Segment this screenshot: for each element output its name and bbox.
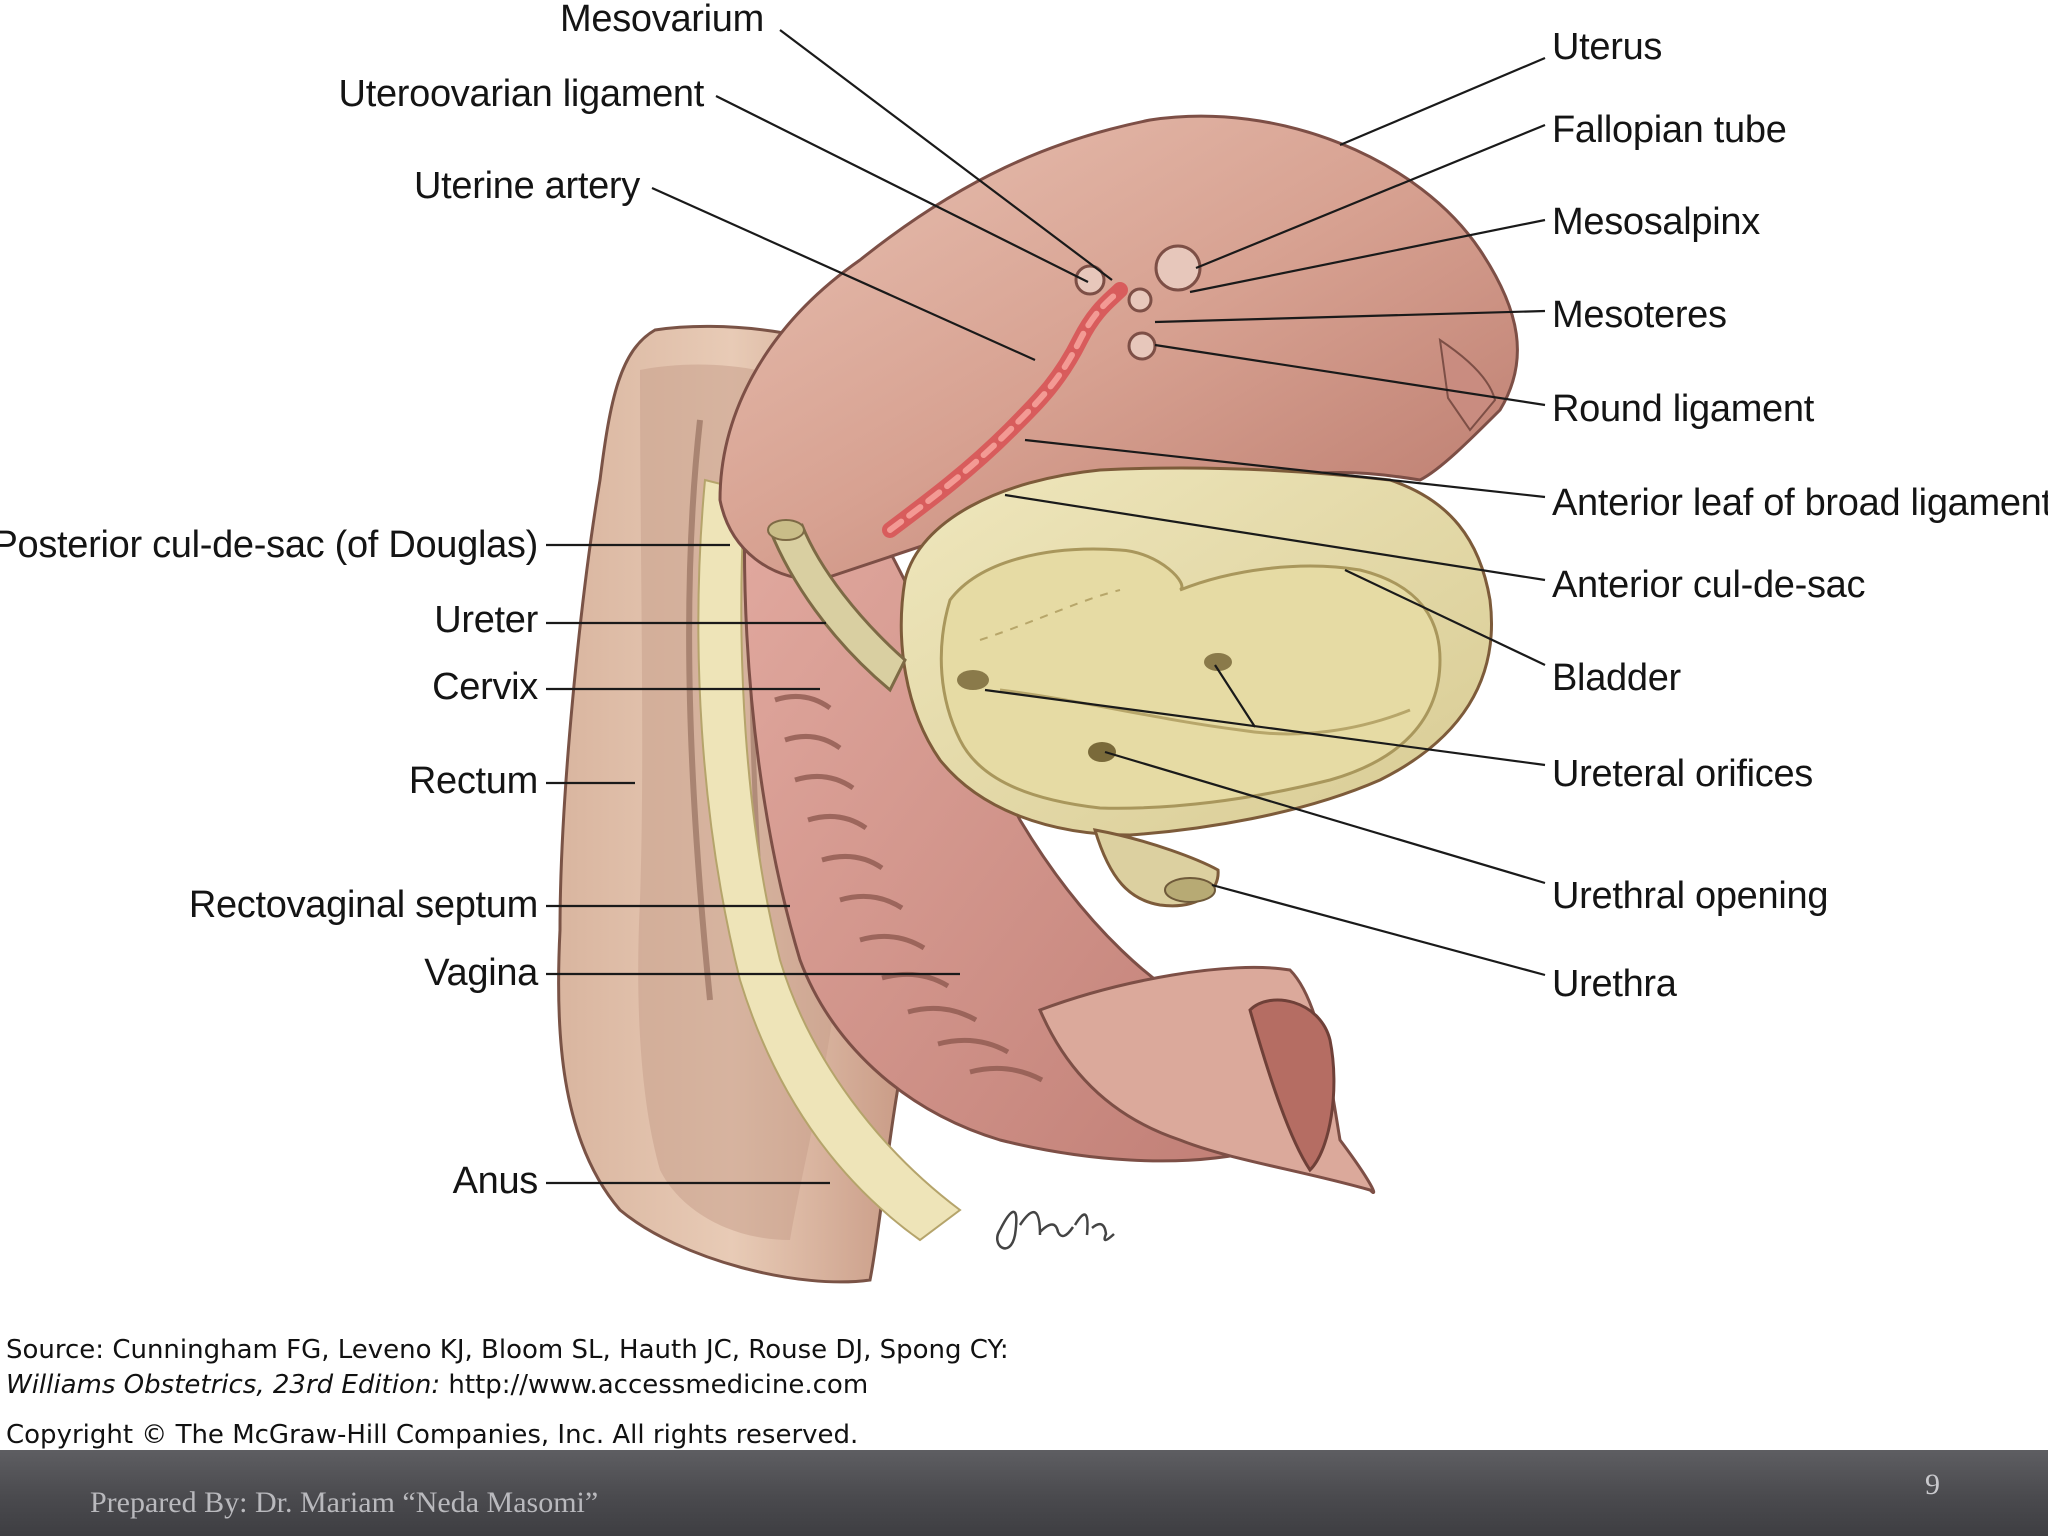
slide-footer: Prepared By: Dr. Mariam “Neda Masomi” 9 — [0, 1450, 2048, 1536]
label-ureter: Ureter — [434, 599, 538, 641]
rectovaginal-septum-band — [697, 478, 962, 1242]
label-rectovaginal-septum: Rectovaginal septum — [188, 884, 538, 926]
label-mesovarium: Mesovarium — [560, 0, 764, 40]
label-fallopian-tube: Fallopian tube — [1552, 109, 1787, 151]
artist-signature — [996, 1210, 1115, 1250]
pelvic-anatomy-illustration — [546, 29, 1546, 1284]
source-line-1: Source: Cunningham FG, Leveno KJ, Bloom … — [6, 1335, 1009, 1365]
source-book-title: Williams Obstetrics, 23rd Edition: — [6, 1370, 441, 1400]
ligament-cross-sections — [1074, 244, 1202, 361]
label-bladder: Bladder — [1552, 657, 1681, 699]
label-cervix: Cervix — [432, 666, 538, 708]
leader-lines — [546, 29, 1546, 1185]
copyright-line: Copyright © The McGraw-Hill Companies, I… — [6, 1420, 859, 1450]
label-urethral-opening: Urethral opening — [1552, 875, 1829, 917]
label-uterus: Uterus — [1552, 26, 1663, 68]
label-anterior-leaf-broad-ligament: Anterior leaf of broad ligament — [1552, 482, 2048, 524]
bladder-shape — [899, 466, 1493, 837]
ureter-shape — [767, 523, 907, 693]
label-mesosalpinx: Mesosalpinx — [1552, 201, 1760, 243]
label-posterior-cul-de-sac: Posterior cul-de-sac (of Douglas) — [0, 524, 538, 566]
label-uterine-artery: Uterine artery — [414, 165, 640, 207]
label-urethra: Urethra — [1552, 963, 1677, 1005]
label-ureteral-orifices: Ureteral orifices — [1552, 753, 1813, 795]
label-mesoteres: Mesoteres — [1552, 294, 1727, 336]
page-number: 9 — [1925, 1468, 1940, 1501]
label-vagina: Vagina — [424, 952, 538, 994]
label-anterior-cul-de-sac: Anterior cul-de-sac — [1552, 564, 1866, 606]
label-uteroovarian-ligament: Uteroovarian ligament — [338, 73, 705, 115]
footer-prepared-by: Prepared By: Dr. Mariam “Neda Masomi” — [90, 1486, 599, 1519]
source-line-2: Williams Obstetrics, 23rd Edition: http:… — [6, 1370, 868, 1400]
urethra-lumen — [1248, 998, 1336, 1173]
source-url: http://www.accessmedicine.com — [448, 1370, 869, 1400]
label-rectum: Rectum — [408, 760, 538, 802]
label-round-ligament: Round ligament — [1552, 388, 1814, 430]
label-anus: Anus — [452, 1160, 539, 1202]
